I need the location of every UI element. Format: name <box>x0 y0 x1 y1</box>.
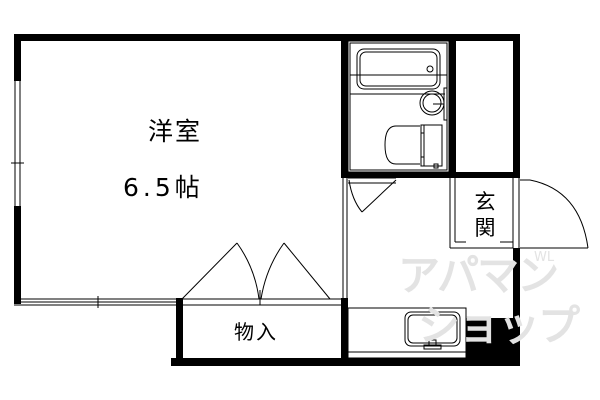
storage-right <box>456 41 513 172</box>
watermark-line2: ショップ <box>418 301 580 350</box>
corridor <box>342 177 397 298</box>
kitchen <box>347 307 467 359</box>
bath-unit <box>347 40 450 173</box>
closet-doors <box>181 242 341 306</box>
watermark-small: WL <box>534 250 555 265</box>
window-bottom <box>14 296 180 308</box>
room-name-entrance: 玄関 <box>474 190 496 240</box>
watermark-line1: アパマン <box>398 251 559 300</box>
room-name-closet: 物入 <box>234 320 278 344</box>
walls <box>14 34 520 366</box>
room-size-western: 6.5帖 <box>123 173 204 202</box>
room-name-western: 洋室 <box>148 117 203 146</box>
window-left <box>11 81 24 206</box>
entrance <box>449 178 589 249</box>
